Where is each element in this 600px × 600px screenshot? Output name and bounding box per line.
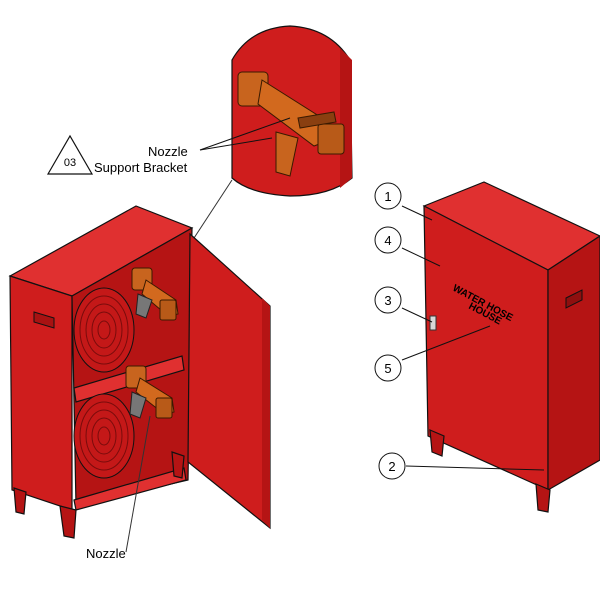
triangle-callout: 03 bbox=[46, 134, 94, 175]
label-nozzle-detail: Nozzle bbox=[148, 144, 188, 159]
open-cabinet bbox=[8, 205, 271, 539]
hose-reel-lower bbox=[73, 393, 135, 479]
callout-5: 5 bbox=[374, 354, 402, 382]
nozzle-detail-icon bbox=[237, 71, 345, 177]
nozzle-lower-icon bbox=[125, 365, 175, 419]
callout-1: 1 bbox=[374, 182, 402, 210]
closed-cabinet: WATER HOSE HOUSE bbox=[422, 181, 600, 513]
label-support-bracket: Support Bracket bbox=[94, 160, 188, 175]
label-nozzle-bottom: Nozzle bbox=[86, 546, 126, 561]
hose-reel-upper bbox=[73, 287, 135, 373]
nozzle-detail-view bbox=[231, 25, 353, 197]
svg-text:3: 3 bbox=[384, 293, 391, 308]
svg-text:2: 2 bbox=[388, 459, 395, 474]
callout-3: 3 bbox=[374, 286, 402, 314]
svg-text:1: 1 bbox=[384, 189, 391, 204]
svg-text:4: 4 bbox=[384, 233, 391, 248]
callout-2: 2 bbox=[378, 452, 406, 480]
nozzle-upper-icon bbox=[131, 267, 179, 321]
triangle-code: 03 bbox=[64, 157, 76, 169]
svg-text:5: 5 bbox=[384, 361, 391, 376]
callout-4: 4 bbox=[374, 226, 402, 254]
